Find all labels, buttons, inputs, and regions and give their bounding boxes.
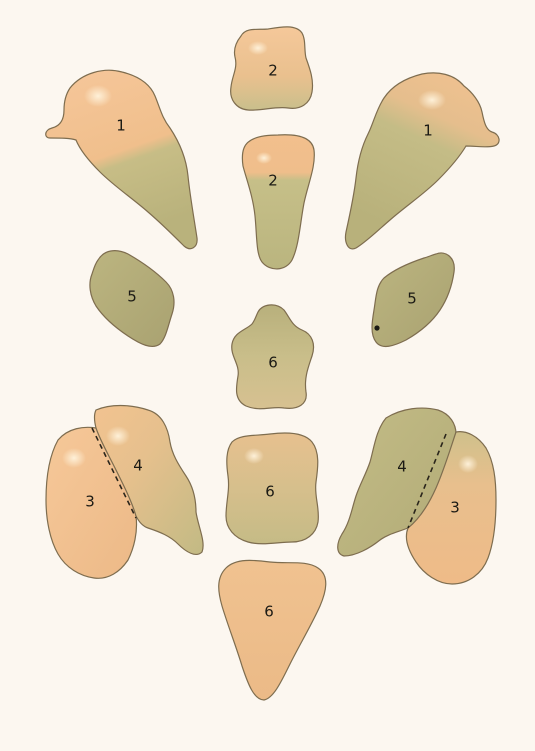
piece-label: 6 bbox=[268, 354, 278, 372]
piece-label: 6 bbox=[265, 483, 275, 501]
piece-label: 5 bbox=[127, 288, 137, 306]
piece-label: 1 bbox=[116, 117, 126, 135]
piece-label: 4 bbox=[397, 458, 407, 476]
piece-center-belly: 6 bbox=[226, 433, 318, 544]
piece-label: 5 bbox=[407, 290, 417, 308]
piece-label: 2 bbox=[268, 172, 278, 190]
piece-label: 6 bbox=[264, 603, 274, 621]
piece-label: 3 bbox=[85, 493, 95, 511]
piece-label: 3 bbox=[450, 499, 460, 517]
piece-label: 1 bbox=[423, 122, 433, 140]
piece-head-top: 2 bbox=[231, 27, 313, 110]
piece-label: 4 bbox=[133, 457, 143, 475]
piece-label: 2 bbox=[268, 62, 278, 80]
marker-dot bbox=[374, 325, 379, 330]
